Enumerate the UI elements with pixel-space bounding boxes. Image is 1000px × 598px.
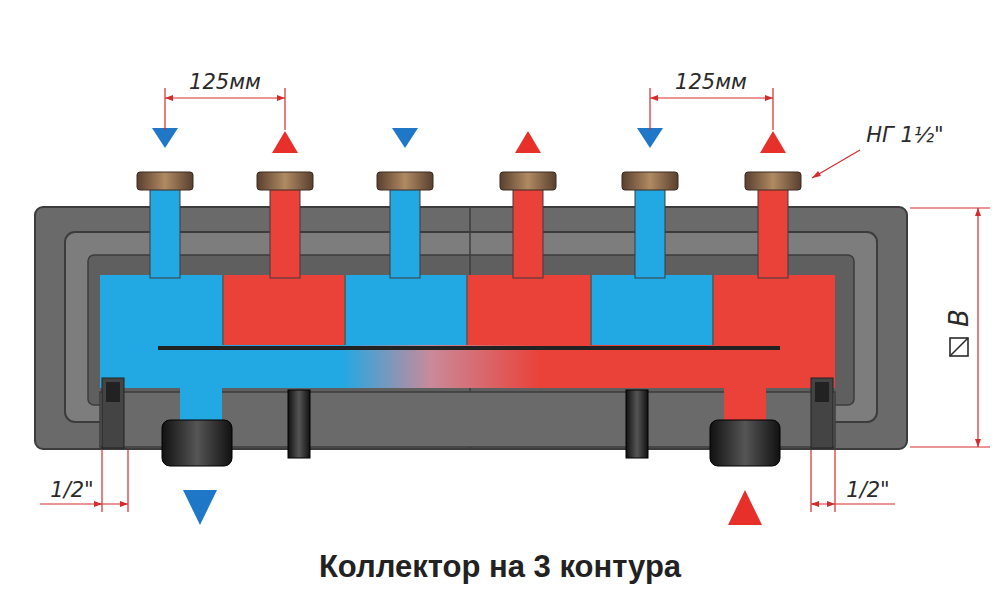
dimension-label: 125мм <box>675 72 747 93</box>
thread-label: НГ 1½" <box>866 125 944 146</box>
dimension-label: 1/2" <box>50 480 93 501</box>
dimension-label: 1/2" <box>846 480 889 501</box>
caption: Коллектор на 3 контура <box>319 551 681 582</box>
dimension-label: 125мм <box>189 72 261 93</box>
dimension-label: B <box>946 309 972 327</box>
